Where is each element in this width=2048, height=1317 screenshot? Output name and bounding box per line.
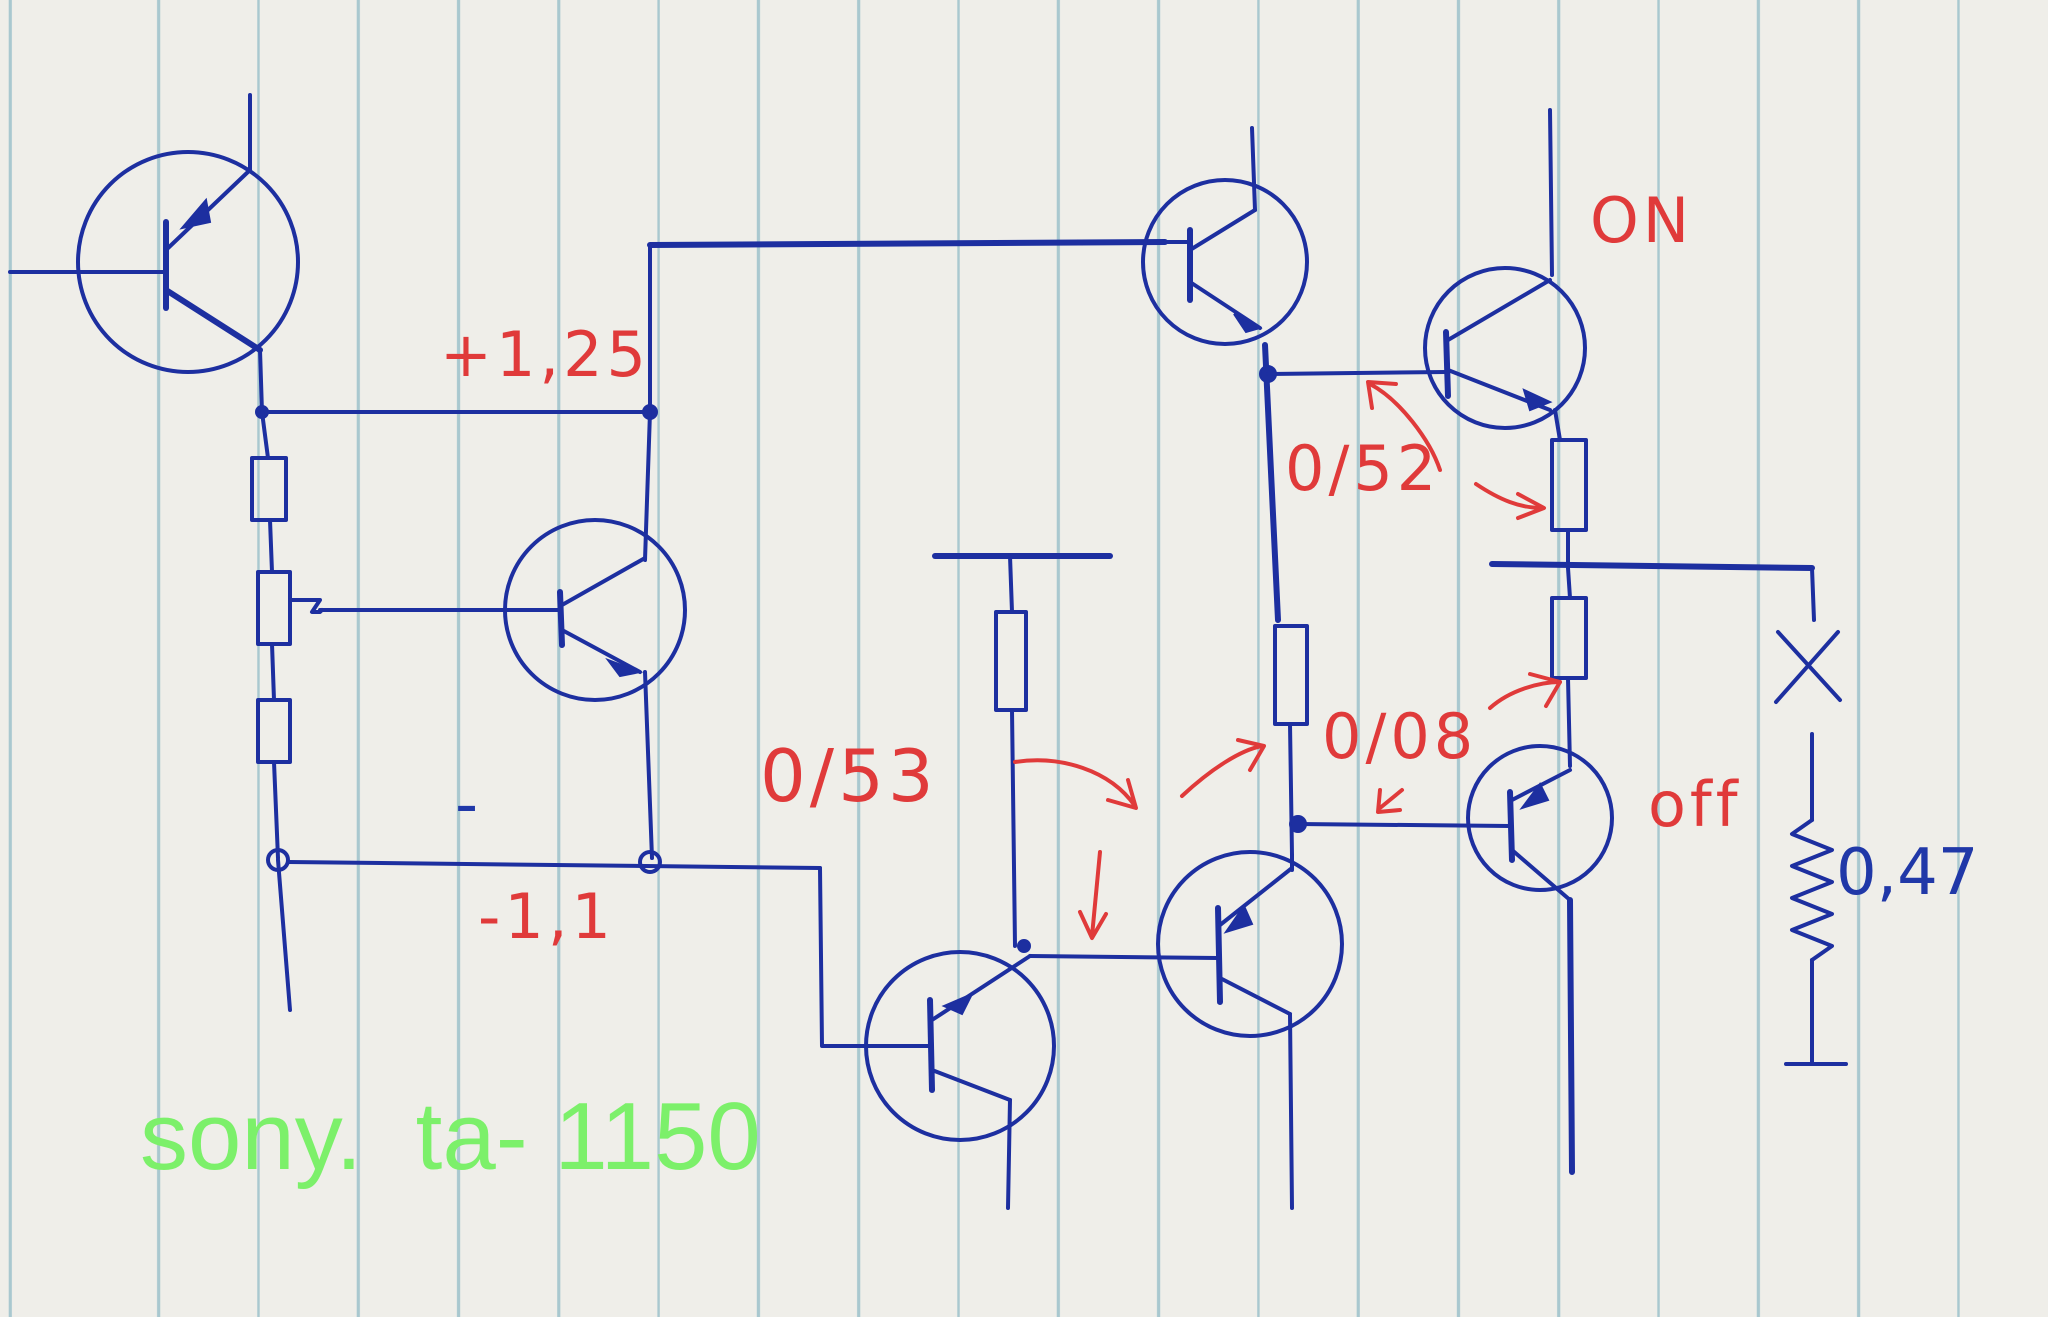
label-resistor-value: 0,47 bbox=[1836, 836, 1979, 910]
label-state-off: off bbox=[1648, 768, 1742, 841]
output-load bbox=[1489, 561, 1848, 1066]
annotation-arrows bbox=[1013, 380, 1562, 940]
label-v-plus: +1,25 bbox=[440, 318, 650, 391]
label-q6-voltage: 0/08 bbox=[1322, 700, 1478, 773]
left-bias-chain bbox=[250, 348, 652, 1012]
transistor-q4 bbox=[1141, 126, 1448, 857]
transistor-q3 bbox=[864, 553, 1113, 1210]
caption-model: sony. ta- 1150 bbox=[140, 1083, 761, 1190]
label-q5-voltage: 0/52 bbox=[1285, 432, 1441, 505]
label-minus-sign: - bbox=[455, 768, 479, 842]
transistor-q2 bbox=[503, 243, 687, 860]
top-wire bbox=[647, 239, 1168, 248]
label-v-minus: -1,1 bbox=[478, 880, 615, 953]
label-state-on: ON bbox=[1590, 184, 1694, 257]
label-q3-voltage: 0/53 bbox=[760, 734, 938, 818]
transistor-q1 bbox=[8, 93, 300, 374]
transistor-q5 bbox=[1423, 108, 1588, 564]
transistor-q6 bbox=[1289, 566, 1614, 1175]
bottom-rail bbox=[286, 850, 872, 1048]
transistor-q7 bbox=[1028, 850, 1344, 1210]
